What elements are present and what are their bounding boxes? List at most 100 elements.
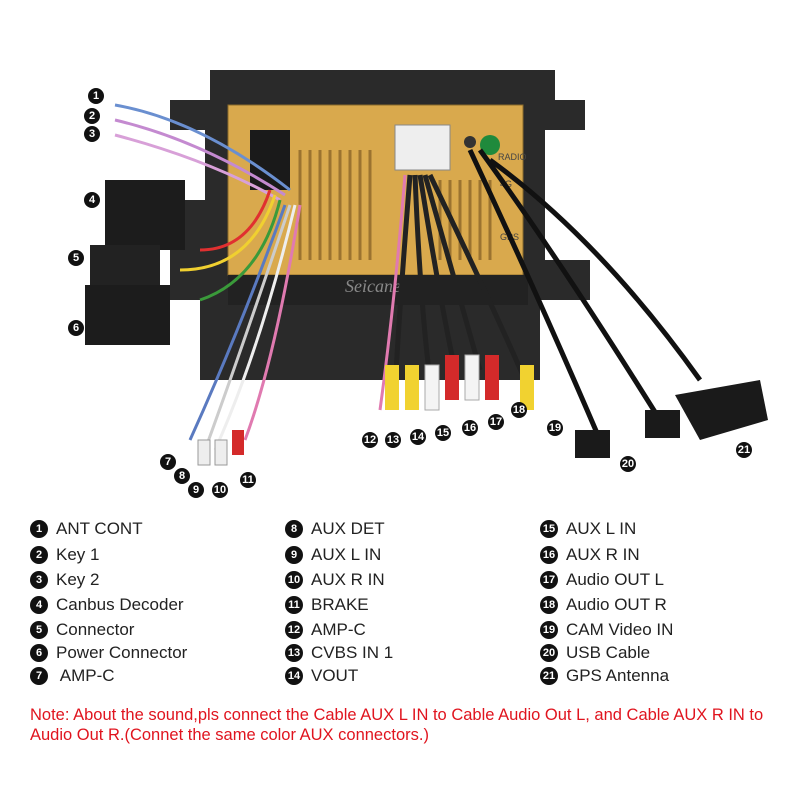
callout-21: 21: [736, 442, 752, 458]
legend-num: 8: [285, 520, 303, 538]
legend-label: USB Cable: [566, 643, 651, 662]
legend-label: AUX DET: [311, 519, 385, 538]
svg-text:3: 3: [89, 128, 95, 140]
legend-num: 11: [285, 596, 303, 614]
svg-text:21: 21: [738, 444, 750, 456]
callout-18: 18: [511, 402, 527, 418]
legend-label: AUX L IN: [311, 545, 382, 564]
callout-11: 11: [240, 472, 256, 488]
svg-text:15: 15: [437, 427, 449, 439]
legend-num: 9: [285, 546, 303, 564]
svg-text:12: 12: [364, 434, 376, 446]
legend-label: AUX R IN: [311, 570, 385, 589]
svg-text:4: 4: [89, 194, 96, 206]
canbus-decoder: [105, 180, 185, 250]
svg-text:9: 9: [193, 484, 199, 496]
legend-num: 21: [540, 667, 558, 685]
legend-label: AUX L IN: [566, 519, 637, 538]
legend-num: 12: [285, 621, 303, 639]
legend-label: Power Connector: [56, 643, 188, 662]
legend-label: Key 2: [56, 570, 100, 589]
callout-6: 6: [68, 320, 84, 336]
svg-text:17: 17: [490, 416, 502, 428]
svg-text:18: 18: [513, 404, 525, 416]
legend-num: 2: [30, 546, 48, 564]
wire-bundle: [114, 103, 703, 451]
callout-13: 13: [385, 432, 401, 448]
legend-num: 13: [285, 644, 303, 662]
legend-item-key2: 3 Key 2: [30, 569, 99, 591]
legend-label: Connector: [56, 620, 135, 639]
legend-label: CVBS IN 1: [311, 643, 394, 662]
head-unit-chassis: Seicane RADIO 4G GPS: [170, 70, 590, 380]
callout-12: 12: [362, 432, 378, 448]
svg-text:1: 1: [93, 90, 99, 102]
legend-label: AMP-C: [56, 666, 115, 685]
callout-17: 17: [488, 414, 504, 430]
legend-item-aux-l-in-9: 9 AUX L IN: [285, 544, 381, 566]
svg-text:14: 14: [412, 431, 425, 443]
rca-plugs: [197, 354, 534, 466]
callout-4: 4: [84, 192, 100, 208]
legend-label: ANT CONT: [56, 519, 143, 538]
legend-num: 3: [30, 571, 48, 589]
legend-num: 18: [540, 596, 558, 614]
svg-text:6: 6: [73, 322, 79, 334]
brand-watermark: Seicane: [345, 276, 401, 296]
svg-text:11: 11: [242, 474, 254, 486]
legend-label: Key 1: [56, 545, 100, 564]
svg-text:16: 16: [464, 422, 476, 434]
legend-num: 4: [30, 596, 48, 614]
svg-text:8: 8: [179, 470, 185, 482]
callout-8: 8: [174, 468, 190, 484]
radio-port-label: RADIO: [498, 152, 527, 162]
legend-num: 14: [285, 667, 303, 685]
callout-19: 19: [547, 420, 563, 436]
usb-cable-ends: [575, 410, 680, 458]
svg-text:20: 20: [622, 458, 634, 470]
legend-num: 15: [540, 520, 558, 538]
legend-item-amp-c-12: 12 AMP-C: [285, 619, 366, 641]
legend-label: BRAKE: [311, 595, 369, 614]
svg-text:7: 7: [165, 456, 171, 468]
legend-label: GPS Antenna: [566, 666, 670, 685]
legend-item-aux-l-in-15: 15 AUX L IN: [540, 518, 636, 540]
legend-item-amp-c-7: 7 AMP-C: [30, 665, 115, 687]
svg-text:5: 5: [73, 252, 79, 264]
legend-item-gps-antenna: 21 GPS Antenna: [540, 665, 669, 687]
legend-label: Audio OUT R: [566, 595, 667, 614]
svg-text:2: 2: [89, 110, 95, 122]
legend-item-audio-out-r: 18 Audio OUT R: [540, 594, 667, 616]
callout-16: 16: [462, 420, 478, 436]
legend-num: 16: [540, 546, 558, 564]
legend-num: 1: [30, 520, 48, 538]
callout-14: 14: [410, 429, 426, 445]
legend-item-ant-cont: 1 ANT CONT: [30, 518, 143, 540]
callout-3: 3: [84, 126, 100, 142]
legend-num: 6: [30, 644, 48, 662]
power-connector: [85, 285, 170, 345]
legend-item-power-connector: 6 Power Connector: [30, 642, 187, 664]
callout-20: 20: [620, 456, 636, 472]
svg-text:13: 13: [387, 434, 399, 446]
svg-text:19: 19: [549, 422, 561, 434]
legend-item-cvbs-in-1: 13 CVBS IN 1: [285, 642, 393, 664]
legend-item-connector: 5 Connector: [30, 619, 134, 641]
wiring-diagram: Seicane RADIO 4G GPS: [68, 70, 768, 498]
callout-1: 1: [88, 88, 104, 104]
legend-num: 10: [285, 571, 303, 589]
legend-num: 5: [30, 621, 48, 639]
callout-numbers: 1 2 3 4 5 6 7 8 9 10 11 12 13 14 15 16 1…: [68, 88, 752, 498]
legend-label: AMP-C: [311, 620, 366, 639]
legend-item-aux-r-in-10: 10 AUX R IN: [285, 569, 385, 591]
callout-15: 15: [435, 425, 451, 441]
legend-item-brake: 11 BRAKE: [285, 594, 369, 616]
legend-label: CAM Video IN: [566, 620, 674, 639]
callout-9: 9: [188, 482, 204, 498]
